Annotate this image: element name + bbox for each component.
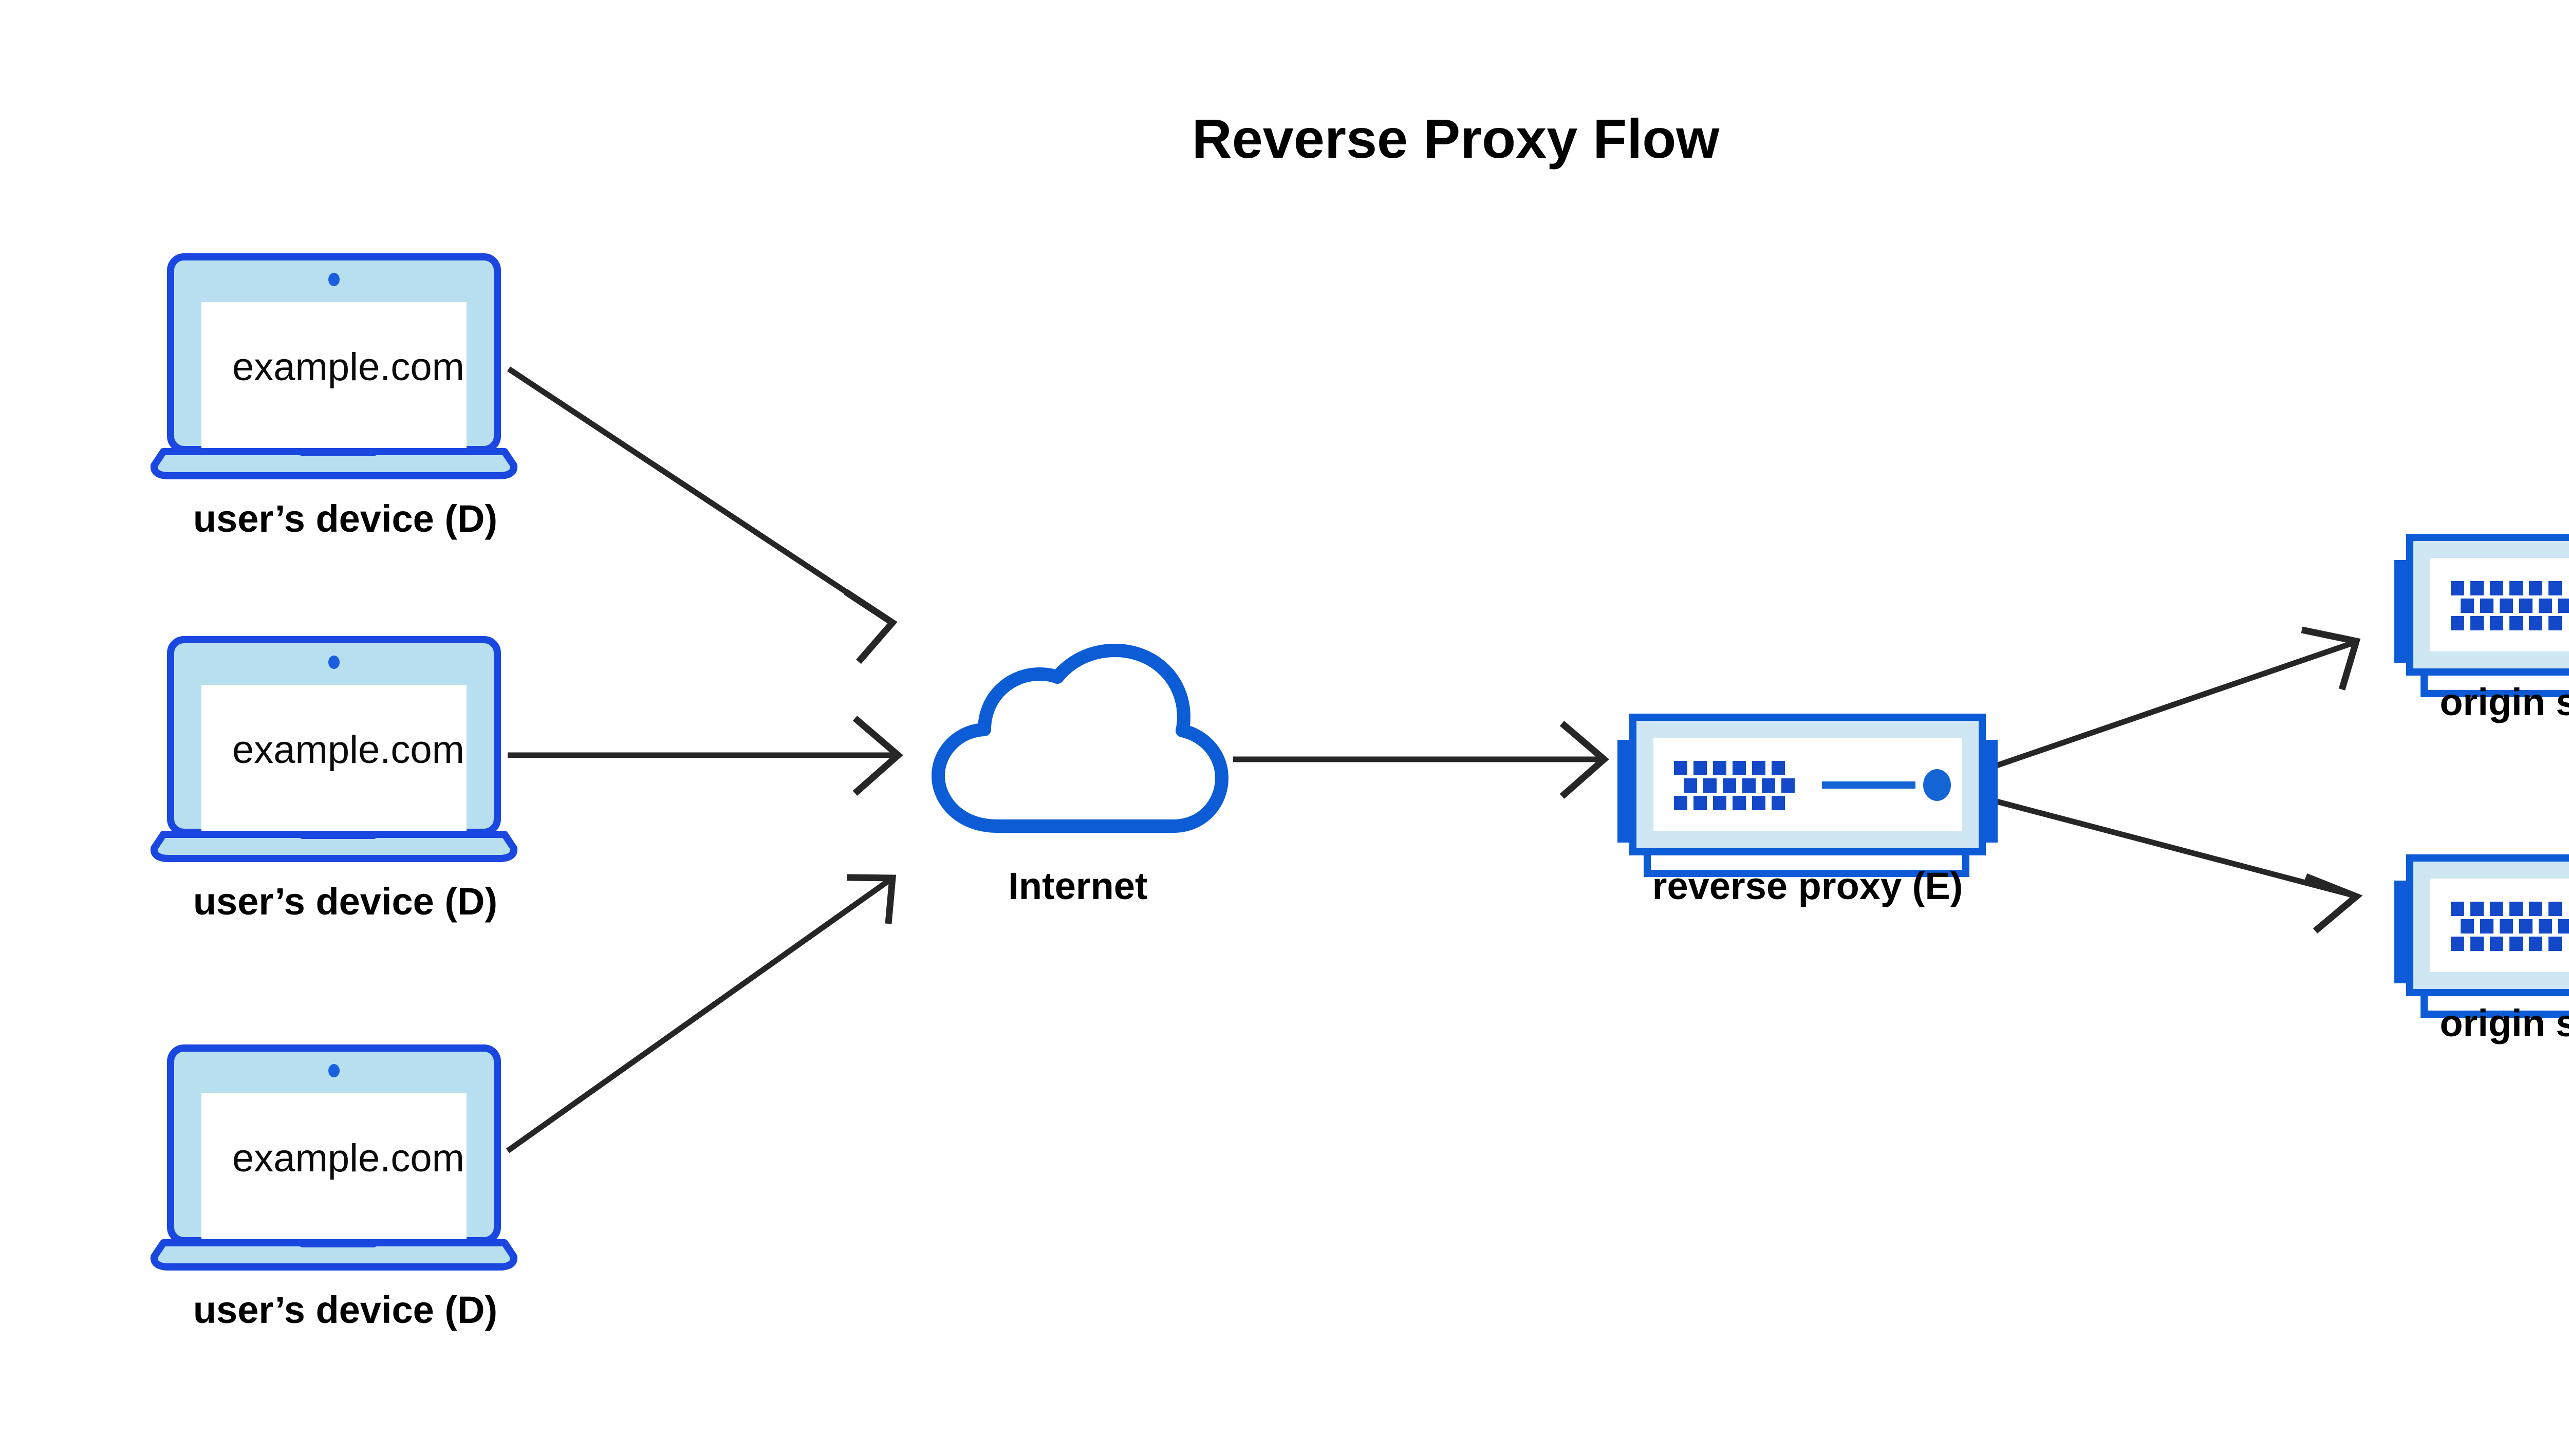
- client-label-top: user’s device (D): [193, 497, 497, 540]
- edge-client-bottom-to-internet: [506, 874, 897, 1153]
- client-screen-url-top: example.com: [232, 345, 464, 389]
- edge-proxy-to-origin-top: [1996, 626, 2361, 769]
- edge-client-top-to-internet: [507, 366, 898, 664]
- server-icon: [1617, 717, 1998, 873]
- internet-label: Internet: [1008, 865, 1147, 907]
- edge-internet-to-proxy: [1233, 721, 1609, 799]
- client-device-middle[interactable]: example.com user’s device (D): [154, 640, 514, 923]
- client-label-bottom: user’s device (D): [193, 1289, 497, 1331]
- diagram-title: Reverse Proxy Flow: [1192, 107, 1720, 170]
- client-device-bottom[interactable]: example.com user’s device (D): [154, 1048, 514, 1331]
- origin-server-label-top: origin server (F): [2440, 681, 2569, 723]
- edge-proxy-to-origin-bottom: [1996, 798, 2363, 934]
- client-screen-url-middle: example.com: [232, 728, 464, 772]
- client-label-middle: user’s device (D): [193, 880, 497, 923]
- reverse-proxy-node[interactable]: reverse proxy (E): [1617, 717, 1998, 907]
- internet-node[interactable]: Internet: [938, 650, 1222, 907]
- reverse-proxy-label: reverse proxy (E): [1652, 865, 1963, 907]
- origin-server-top[interactable]: origin server (F): [2394, 537, 2569, 723]
- origin-server-bottom[interactable]: origin server (F): [2394, 858, 2569, 1044]
- edge-client-middle-to-internet: [508, 716, 903, 796]
- server-icon: [2394, 537, 2569, 694]
- client-device-top[interactable]: example.com user’s device (D): [154, 257, 514, 540]
- client-screen-url-bottom: example.com: [232, 1136, 464, 1180]
- origin-server-label-bottom: origin server (F): [2440, 1002, 2569, 1044]
- server-icon: [2394, 858, 2569, 1014]
